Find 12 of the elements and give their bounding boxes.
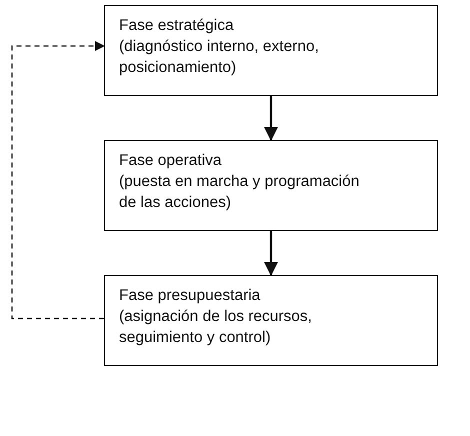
process-box: [104, 5, 438, 96]
process-box: [104, 275, 438, 366]
phase-title: Fase estratégica: [119, 16, 235, 36]
phase-description: (puesta en marcha y programación de las acciones): [119, 172, 360, 213]
phase-title: Fase presupuestaria: [119, 286, 262, 306]
arrow: [264, 231, 278, 276]
arrow: [11, 41, 105, 320]
phase-description: (diagnóstico interno, externo, posicionamiento): [119, 37, 320, 78]
process-box: [104, 140, 438, 231]
phase-title: Fase operativa: [119, 151, 223, 171]
phase-description: (asignación de los recursos, seguimiento y control): [119, 307, 313, 348]
arrow: [264, 96, 278, 141]
